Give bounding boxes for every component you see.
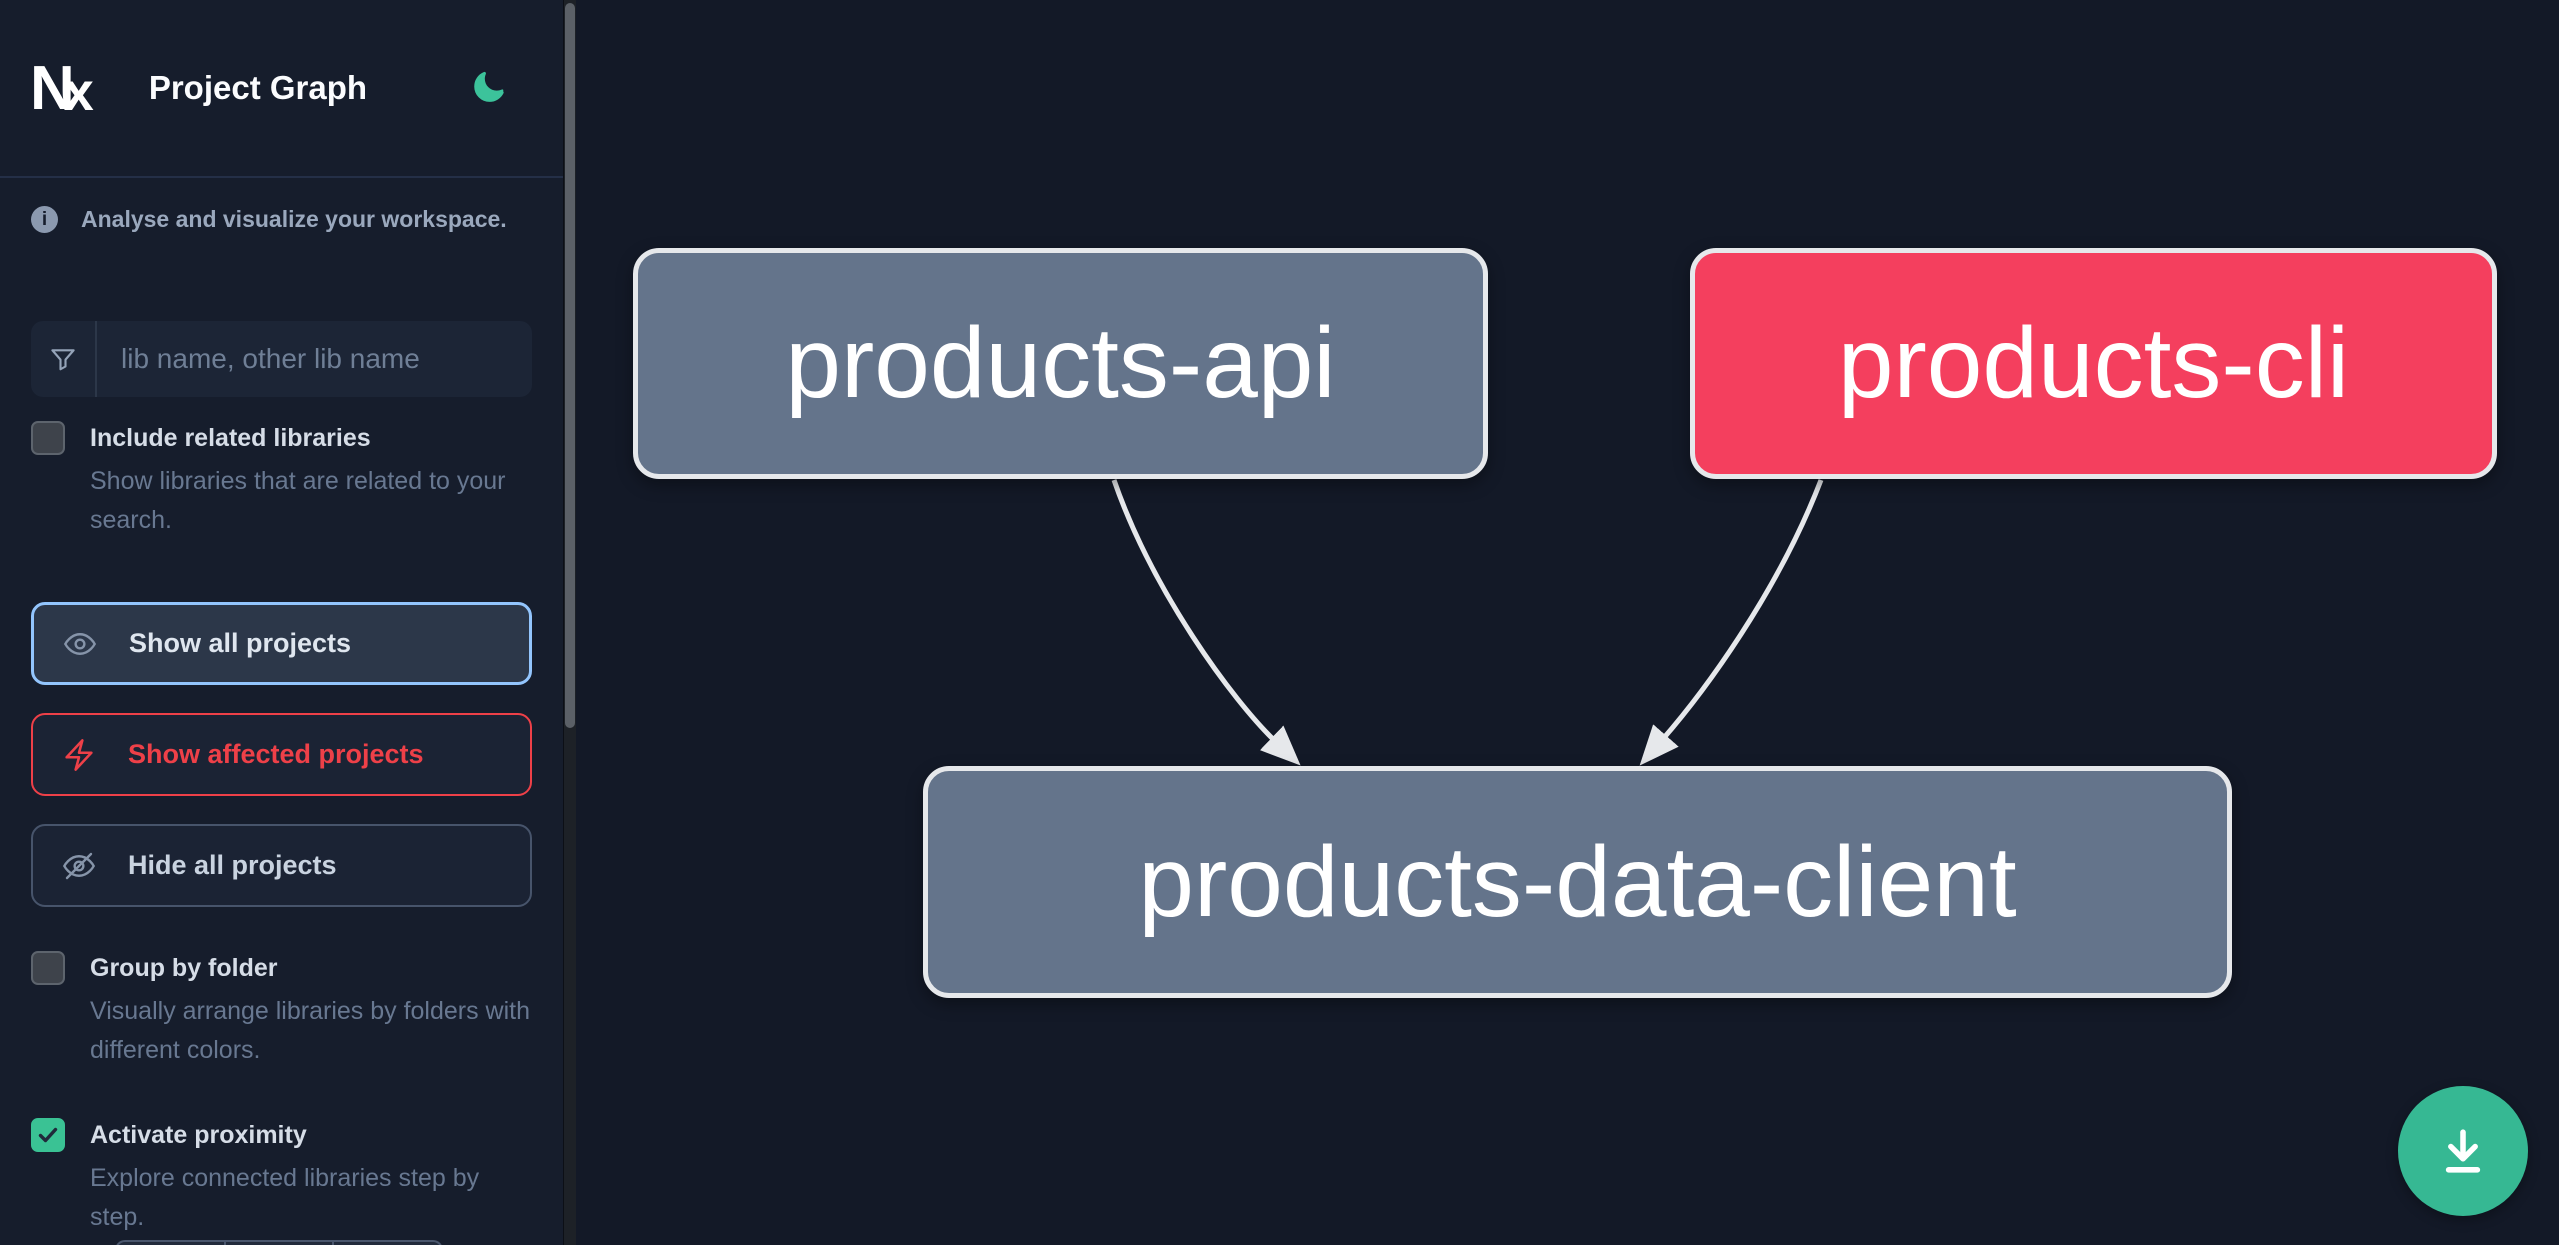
scrollbar-thumb[interactable] (565, 3, 575, 728)
button-label: Show affected projects (128, 739, 424, 769)
toggle-label: Activate proximity (90, 1121, 307, 1149)
hide-all-projects-button[interactable]: Hide all projects (31, 824, 532, 907)
search-input[interactable] (97, 321, 532, 397)
activate-proximity-checkbox[interactable] (31, 1118, 65, 1152)
check-icon (38, 1127, 58, 1143)
tagline-row: i Analyse and visualize your workspace. (31, 206, 532, 233)
sidebar-body: i Analyse and visualize your workspace. … (0, 206, 563, 1237)
download-icon (2445, 1129, 2481, 1173)
sidebar-scrollbar[interactable] (563, 0, 576, 1245)
page-title: Project Graph (148, 69, 368, 106)
search-box (31, 321, 532, 397)
node-label: products-cli (1837, 307, 2350, 419)
bolt-icon (65, 738, 93, 771)
toggle-activate-proximity: Activate proximity Explore connected lib… (31, 1118, 532, 1237)
button-label: Show all projects (129, 628, 352, 658)
toggle-description: Show libraries that are related to your … (90, 467, 506, 534)
button-label: Hide all projects (128, 850, 337, 880)
edge-cli-to-data-client (1639, 479, 1824, 766)
funnel-icon (31, 321, 97, 397)
toggle-label: Group by folder (90, 954, 278, 982)
show-affected-projects-button[interactable]: Show affected projects (31, 713, 532, 796)
node-label: products-api (785, 307, 1336, 419)
toggle-description: Visually arrange libraries by folders wi… (90, 997, 531, 1064)
tagline-text: Analyse and visualize your workspace. (81, 206, 507, 232)
toggle-label: Include related libraries (90, 424, 371, 452)
info-icon: i (31, 206, 58, 233)
graph-node-products-data-client[interactable]: products-data-client (923, 766, 2232, 998)
eye-slash-icon (62, 852, 96, 879)
toggle-include-related: Include related libraries Show libraries… (31, 421, 532, 540)
download-graph-button[interactable] (2398, 1086, 2528, 1216)
graph-node-products-api[interactable]: products-api (633, 248, 1488, 479)
project-actions: Show all projects Show affected projects… (31, 602, 532, 907)
nx-logo-x: x (63, 62, 94, 122)
node-label: products-data-client (1138, 825, 2017, 938)
segment[interactable] (226, 1242, 335, 1245)
show-all-projects-button[interactable]: Show all projects (31, 602, 532, 685)
include-related-checkbox[interactable] (31, 421, 65, 455)
moon-icon[interactable] (469, 69, 507, 107)
graph-node-products-cli[interactable]: products-cli (1690, 248, 2497, 479)
toggle-group-by-folder: Group by folder Visually arrange librari… (31, 951, 532, 1070)
toggle-description: Explore connected libraries step by step… (90, 1164, 480, 1231)
segment[interactable] (117, 1242, 226, 1245)
edge-api-to-data-client (1111, 479, 1301, 766)
segmented-control-partial[interactable] (115, 1240, 443, 1245)
nx-logo-n: N (30, 53, 75, 123)
eye-icon (63, 632, 97, 655)
group-by-folder-checkbox[interactable] (31, 951, 65, 985)
